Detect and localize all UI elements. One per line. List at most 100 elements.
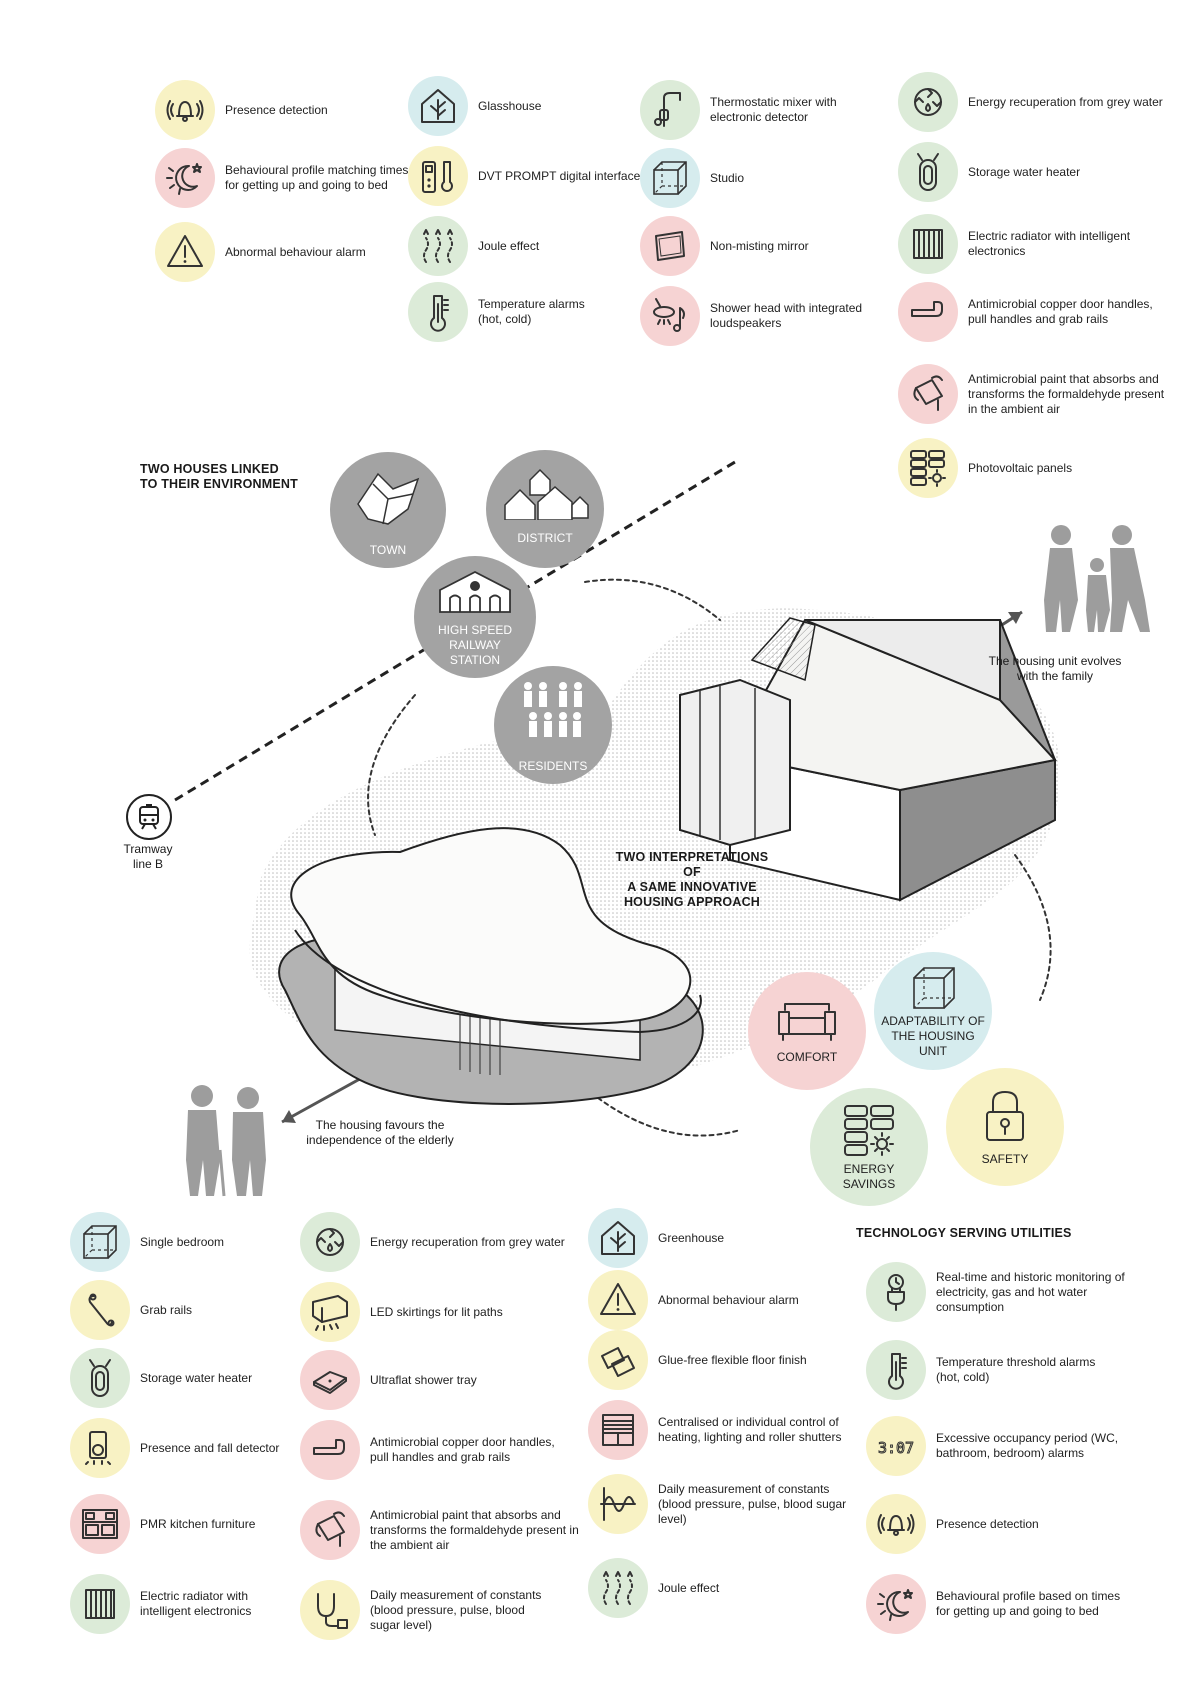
town-hub: TOWN (330, 452, 446, 568)
feature-icon-badge (155, 80, 215, 140)
door-handle-icon (911, 301, 943, 317)
feature-icon-badge: 3:07 (866, 1416, 926, 1476)
family-caption: The housing unit evolves with the family (988, 654, 1122, 683)
shower-music-icon (653, 298, 685, 332)
feature-icon-badge (588, 1558, 648, 1618)
feature-label: Temperature alarms (hot, cold) (478, 297, 585, 326)
value-safety-label: SAFETY (981, 1151, 1029, 1166)
feature-label: Storage water heater (140, 1370, 253, 1385)
feature-icon-badge (70, 1494, 130, 1554)
environment-heading: TWO HOUSES LINKED TO THEIR ENVIRONMENT (140, 462, 298, 491)
radiator-icon (913, 229, 943, 259)
feature-icon-badge (588, 1208, 648, 1268)
mirror-icon (655, 231, 685, 261)
feature-antimicrobial-paint-that-absorbs-and-tra: Antimicrobial paint that absorbs and tra… (898, 364, 1188, 424)
feature-dvt-prompt-digital-interface: DVT PROMPT digital interface (408, 146, 698, 206)
feature-energy-recuperation-from-grey-water: Energy recuperation from grey water (898, 72, 1188, 132)
value-adaptability-label: ADAPTABILITY OF THE HOUSING UNIT (881, 1013, 985, 1058)
town-map-icon (357, 472, 420, 525)
arrow-elderly-values (597, 1097, 741, 1137)
feature-behavioural-profile-matching-times-for-g: Behavioural profile matching times for g… (155, 148, 445, 208)
arrow-env-family (584, 578, 721, 621)
feature-label: Studio (710, 170, 745, 185)
feature-label: PMR kitchen furniture (140, 1516, 256, 1531)
feature-icon-badge (866, 1340, 926, 1400)
feature-label: Excessive occupancy period (WC, bathroom… (936, 1431, 1119, 1460)
feature-label: Behavioural profile matching times for g… (225, 163, 409, 192)
feature-label: Abnormal behaviour alarm (225, 244, 366, 259)
stethoscope-icon (317, 1593, 348, 1629)
feature-label: Daily measurement of constants (blood pr… (370, 1587, 542, 1632)
feature-icon-badge (588, 1400, 648, 1460)
station-hub: HIGH SPEED RAILWAY STATION (414, 556, 536, 678)
feature-electric-radiator-with-intelligent-elect: Electric radiator with intelligent elect… (70, 1574, 350, 1634)
feature-label: Shower head with integrated loudspeakers (710, 301, 863, 330)
value-comfort: COMFORT (748, 972, 866, 1090)
feature-label: Presence detection (225, 102, 328, 117)
feature-icon-badge (408, 146, 468, 206)
feature-label: Abnormal behaviour alarm (658, 1292, 799, 1307)
feature-icon-badge (70, 1574, 130, 1634)
bell-icon (877, 1514, 915, 1536)
feature-label: LED skirtings for lit paths (370, 1304, 503, 1319)
paint-bucket-icon (913, 375, 943, 411)
kitchen-icon (82, 1509, 118, 1539)
feature-glue-free-flexible-floor-finish: Glue-free flexible floor finish (588, 1330, 868, 1390)
feature-label: Antimicrobial copper door handles, pull … (370, 1435, 555, 1464)
feature-icon-badge (408, 282, 468, 342)
pulse-wave-icon (600, 1487, 636, 1521)
feature-icon-badge (155, 222, 215, 282)
cube-icon (83, 1225, 117, 1259)
feature-excessive-occupancy-period-wc-bathroom-b: 3:07 Excessive occupancy period (WC, bath… (866, 1416, 1166, 1476)
feature-label: Behavioural profile based on times for g… (936, 1589, 1121, 1618)
feature-icon-badge (898, 214, 958, 274)
feature-ultraflat-shower-tray: Ultraflat shower tray (300, 1350, 580, 1410)
heat-waves-icon (603, 1571, 633, 1605)
value-safety: SAFETY (946, 1068, 1064, 1186)
tram-line (174, 460, 736, 802)
feature-icon-badge (408, 216, 468, 276)
feature-abnormal-behaviour-alarm: Abnormal behaviour alarm (588, 1270, 868, 1330)
feature-label: Thermostatic mixer with electronic detec… (710, 95, 837, 124)
feature-greenhouse: Greenhouse (588, 1208, 868, 1268)
feature-icon-badge (866, 1262, 926, 1322)
moon-sun-icon (166, 163, 202, 195)
bell-icon (166, 100, 204, 122)
solar-panel-icon (910, 450, 946, 487)
feature-presence-detection: Presence detection (866, 1494, 1166, 1554)
feature-icon-badge (898, 142, 958, 202)
recycle-water-icon (316, 1228, 344, 1256)
elderly-caption: The housing favours the independence of … (306, 1118, 454, 1147)
district-label: DISTRICT (517, 531, 573, 545)
feature-abnormal-behaviour-alarm: Abnormal behaviour alarm (155, 222, 445, 282)
feature-icon-badge (155, 148, 215, 208)
feature-icon-badge (588, 1270, 648, 1330)
grab-rail-icon (88, 1293, 115, 1327)
feature-temperature-threshold-alarms-hot-cold: Temperature threshold alarms (hot, cold) (866, 1340, 1166, 1400)
town-label: TOWN (369, 543, 407, 557)
feature-icon-badge (300, 1350, 360, 1410)
feature-label: Glasshouse (478, 98, 542, 113)
cube-icon (913, 966, 955, 1009)
leaf-house-icon (421, 89, 455, 123)
value-energy-label: ENERGY SAVINGS (842, 1162, 896, 1191)
feature-electric-radiator-with-intelligent-elect: Electric radiator with intelligent elect… (898, 214, 1188, 274)
feature-antimicrobial-paint-that-absorbs-and-tra: Antimicrobial paint that absorbs and tra… (300, 1500, 580, 1560)
feature-grab-rails: Grab rails (70, 1280, 350, 1340)
sofa-icon (778, 1002, 836, 1041)
feature-behavioural-profile-based-on-times-for-g: Behavioural profile based on times for g… (866, 1574, 1166, 1634)
feature-label: Grab rails (140, 1302, 193, 1317)
feature-icon-badge (898, 72, 958, 132)
feature-icon-badge (866, 1574, 926, 1634)
feature-led-skirtings-for-lit-paths: LED skirtings for lit paths (300, 1282, 580, 1342)
district-houses-icon (504, 468, 589, 520)
elderly-house-illustration (278, 827, 704, 1105)
remote-thermometer-icon (422, 161, 453, 193)
tram-icon (139, 804, 159, 830)
feature-antimicrobial-copper-door-handles-pull-h: Antimicrobial copper door handles, pull … (300, 1420, 580, 1480)
residents-label: RESIDENTS (518, 759, 588, 773)
family-house-illustration (679, 617, 1057, 902)
recycle-water-icon (914, 88, 942, 116)
feature-icon-badge (300, 1580, 360, 1640)
